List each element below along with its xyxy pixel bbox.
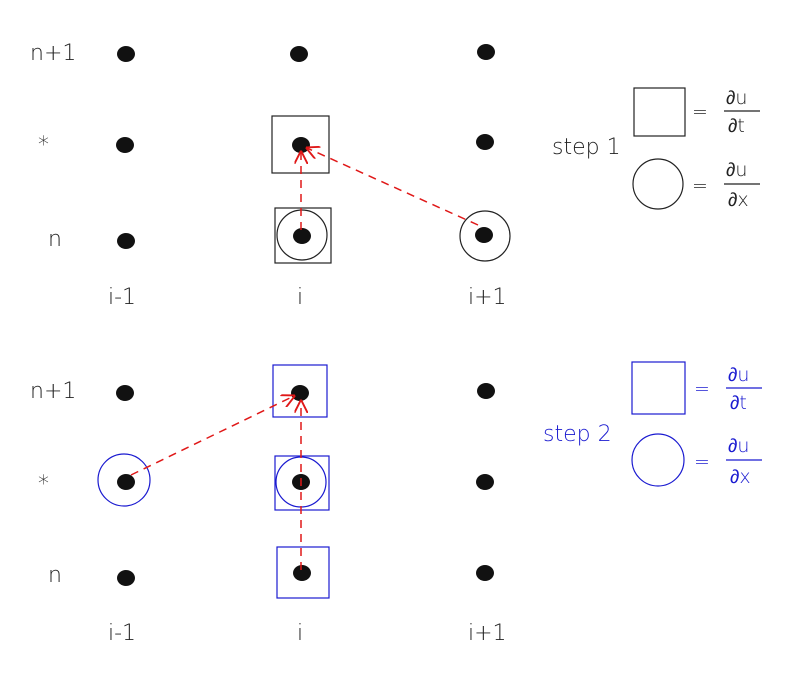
step2-row-label-star: * (38, 472, 49, 497)
grid-point (476, 134, 494, 150)
step1-row-label-star: * (38, 133, 49, 158)
grid-point (117, 46, 135, 62)
grid-point (476, 565, 494, 581)
step1-label: step 1 (552, 135, 621, 160)
step1-col-label-i: i (297, 285, 303, 310)
grid-point (116, 385, 134, 401)
step1-row-label-n: n (48, 227, 62, 252)
legend-square-icon (631, 361, 686, 415)
grid-point (117, 570, 135, 586)
legend-equals: = (692, 101, 708, 123)
dudt-square-marker (272, 364, 328, 418)
legend-numerator: ∂u (726, 159, 747, 181)
legend-numerator: ∂u (728, 364, 749, 386)
step2-col-label-i-plus-1: i+1 (468, 621, 507, 646)
step2-col-label-i: i (297, 621, 303, 646)
legend-denominator-x: ∂x (730, 466, 751, 488)
legend-denominator-x: ∂x (728, 189, 749, 211)
grid-point (475, 227, 493, 243)
dudx-circle-marker (459, 210, 511, 262)
step1-panel: n+1 * n i-1 i i+1 step 1 (30, 41, 760, 310)
legend-square-icon (633, 87, 686, 137)
legend-denominator-t: ∂t (730, 392, 747, 414)
dudt-square-marker (276, 546, 330, 599)
dependency-arrow (307, 148, 479, 226)
grid-point (476, 474, 494, 490)
step1-row-label-n-plus-1: n+1 (30, 41, 76, 66)
legend-numerator: ∂u (728, 435, 749, 457)
grid-point (292, 137, 310, 153)
legend-numerator: ∂u (726, 87, 747, 109)
dudx-circle-marker (97, 453, 151, 507)
dependency-arrow (130, 396, 294, 476)
legend-denominator-t: ∂t (728, 115, 745, 137)
legend-equals: = (694, 451, 710, 473)
grid-point (477, 44, 495, 60)
grid-point (117, 233, 135, 249)
legend-circle-icon (631, 433, 685, 487)
step1-col-label-i-plus-1: i+1 (468, 285, 507, 310)
dudt-square-marker (274, 455, 330, 511)
legend-equals: = (692, 175, 708, 197)
grid-point (293, 228, 311, 244)
grid-point (477, 383, 495, 399)
dudt-square-marker (274, 207, 332, 264)
step2-legend: = ∂u ∂t = ∂u ∂x (631, 361, 762, 488)
step2-col-label-i-minus-1: i-1 (108, 621, 136, 646)
step2-panel: n+1 * n i-1 i i+1 step 2 (30, 361, 762, 646)
grid-point (291, 385, 309, 401)
grid-point (293, 565, 311, 581)
grid-point (117, 474, 135, 490)
step1-legend: = ∂u ∂t = ∂u ∂x (632, 87, 760, 211)
legend-equals: = (694, 378, 710, 400)
dudx-circle-marker (276, 209, 328, 261)
step2-row-label-n-plus-1: n+1 (30, 379, 76, 404)
grid-point (116, 137, 134, 153)
step2-label: step 2 (543, 422, 612, 447)
step2-row-label-n: n (48, 563, 62, 588)
step2-grid-points (116, 383, 495, 586)
grid-point (290, 46, 308, 62)
step1-grid-points (116, 44, 495, 249)
legend-circle-icon (632, 158, 684, 210)
step1-col-label-i-minus-1: i-1 (108, 285, 136, 310)
